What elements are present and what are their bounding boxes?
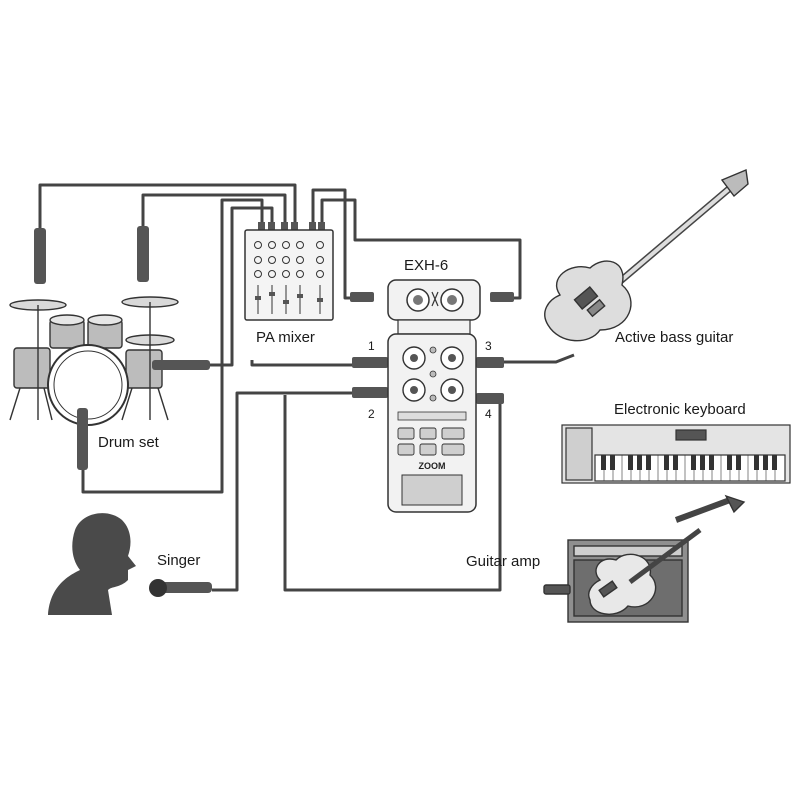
cable-input-2 [212,391,388,592]
label-guitar-amp: Guitar amp [466,553,541,570]
cable-input-1 [250,360,388,367]
label-electronic-keyboard: Electronic keyboard [614,401,746,418]
label-active-bass-guitar: Active bass guitar [615,329,734,346]
input-number-4: 4 [485,407,492,421]
input-number-3: 3 [485,339,492,353]
cable-tom-mic [210,206,274,367]
label-drum-set: Drum set [98,434,159,451]
label-singer: Singer [157,552,201,569]
keyboard-illustration [561,424,791,484]
cable-overhead-right [141,193,287,228]
label-exh6: EXH-6 [404,257,449,274]
bass-guitar-illustration [544,169,749,342]
recorder-body: ZOOM [387,333,477,513]
cable-mixer-out-b [320,198,522,300]
input-number-1: 1 [368,339,375,353]
cable-overhead-left [38,183,297,230]
exh6-capsule [387,279,481,335]
drum-set [9,226,210,470]
cable-plugs [258,222,514,404]
label-pa-mixer: PA mixer [256,329,315,346]
cable-kick-mic [81,198,264,494]
recorder-brand: ZOOM [419,461,446,471]
pa-mixer [244,229,334,321]
singer-silhouette [48,513,212,615]
cables [38,183,575,592]
input-number-2: 2 [368,407,375,421]
guitar-amp-illustration [543,494,746,623]
